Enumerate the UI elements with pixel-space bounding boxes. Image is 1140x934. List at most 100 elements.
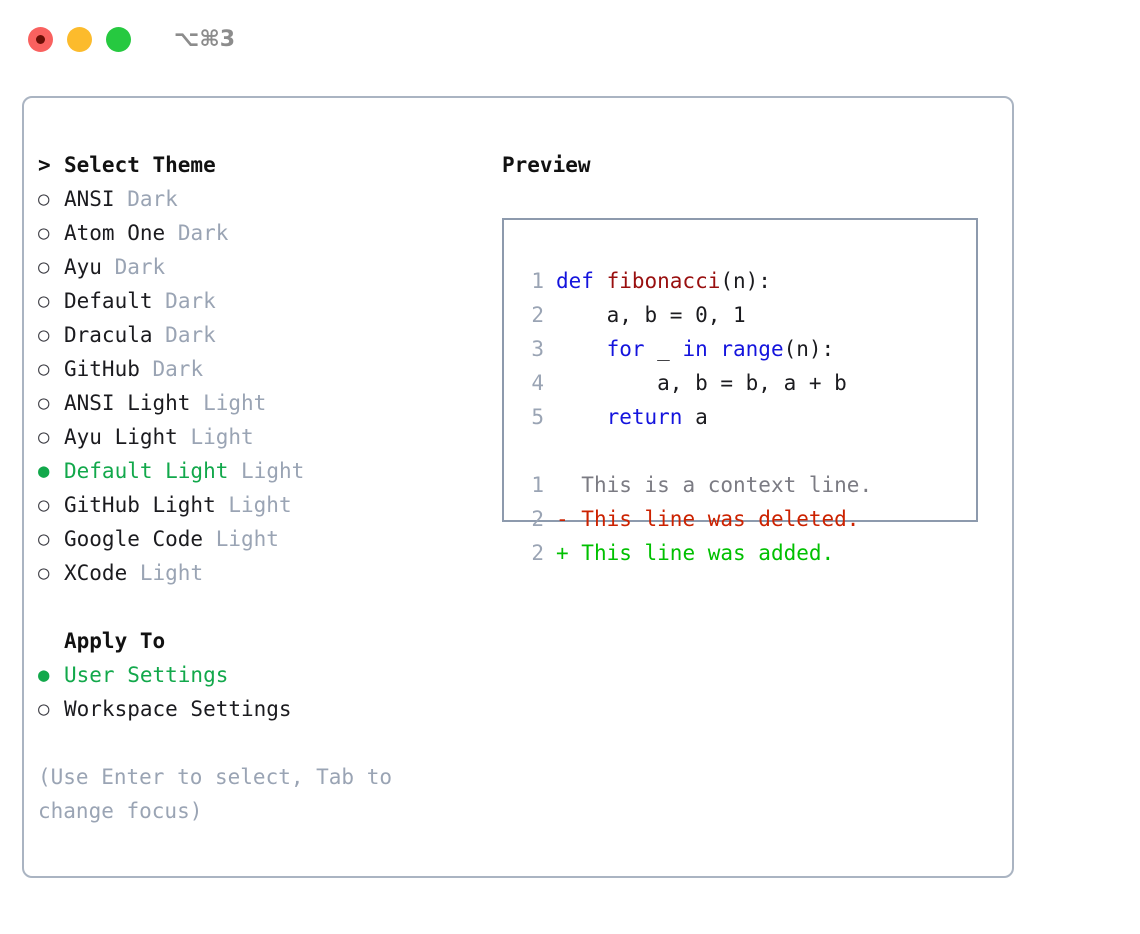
code-blank-line [514,434,976,468]
radio-icon: ○ [38,256,50,278]
diff-marker: + [556,541,569,565]
theme-option-github-dark[interactable]: ○ GitHub Dark [38,352,488,386]
radio-icon: ○ [38,358,50,380]
line-number: 3 [531,337,544,361]
code-token: (n): [783,337,835,361]
theme-option-mode: Dark [114,255,166,279]
theme-option-mode: Light [190,425,254,449]
radio-icon: ○ [38,698,50,720]
maximize-button[interactable] [106,26,131,52]
theme-option-ayu-light[interactable]: ○ Ayu Light Light [38,420,488,454]
code-token: _ [644,337,683,361]
preview-box: 1 def fibonacci (n): 2 a, b = 0, 1 3 for _… [502,218,978,565]
theme-option-label: Default Light [64,459,229,483]
apply-option-workspace-settings[interactable]: ○ Workspace Settings [38,692,488,726]
apply-to-header-label: Apply To [64,629,166,653]
radio-icon: ○ [38,290,50,312]
main-panel: >Select Theme ○ANSI Dark ○Atom One Dark … [22,96,1014,878]
select-theme-header: > Select Theme [38,148,488,182]
line-number: 2 [531,303,544,327]
diff-text: This is a context line. [568,473,873,497]
theme-option-label: ANSI [64,187,115,211]
theme-option-default-light[interactable]: ●Default Light Light [38,454,488,488]
code-token: def [556,269,607,293]
preview-column: Preview 1 def fibonacci (n): 2 a, b = 0, 1… [502,148,992,565]
line-number: 1 [531,269,544,293]
diff-text: This line was deleted. [568,507,860,531]
apply-option-label: User Settings [64,663,229,687]
theme-option-default-dark[interactable]: ○ Default Dark [38,284,488,318]
radio-icon: ○ [38,392,50,414]
theme-option-label: Ayu Light [64,425,178,449]
radio-icon: ○ [38,222,50,244]
theme-option-dracula-dark[interactable]: ○Dracula Dark [38,318,488,352]
keyboard-hint-text: (Use Enter to select, Tab to change focu… [38,765,393,823]
section-spacer [38,590,488,624]
line-number: 2 [531,507,544,531]
code-token [556,332,607,366]
radio-icon: ○ [38,562,50,584]
window-titlebar: ⌥⌘3 [0,0,1140,78]
apply-to-header: >Apply To [38,624,488,658]
code-line: 2 a, b = 0, 1 [514,298,976,332]
radio-selected-icon: ● [38,664,50,686]
theme-option-label: Google Code [64,527,204,551]
apply-option-label: Workspace Settings [64,697,292,721]
theme-option-mode: Light [203,391,267,415]
theme-option-mode: Light [139,561,204,585]
line-number: 4 [531,371,544,395]
select-theme-header-label: Select Theme [64,153,216,177]
theme-option-mode: Light [228,493,292,517]
diff-marker: - [556,507,569,531]
theme-option-ansi-dark[interactable]: ○ANSI Dark [38,182,488,216]
code-token: fibonacci [606,269,721,293]
record-dot-icon [36,34,45,44]
preview-title: Preview [502,153,591,177]
theme-option-label: Atom One [64,221,166,245]
diff-line-deleted: 2- This line was deleted. [514,502,976,536]
theme-option-mode: Dark [177,221,229,245]
close-button[interactable] [28,26,53,52]
theme-option-mode: Dark [127,187,178,211]
theme-option-mode: Dark [165,289,216,313]
theme-option-label: ANSI Light [64,391,191,415]
line-number: 5 [531,405,544,429]
code-token: a [682,405,708,429]
code-token: a, b = b, a + b [556,371,847,395]
caret-icon: > [38,153,51,177]
theme-option-google-code[interactable]: ○ Google Code Light [38,522,488,556]
theme-option-label: GitHub [64,357,140,381]
theme-option-label: XCode [64,561,128,585]
radio-selected-icon: ● [38,460,50,482]
theme-picker-column: >Select Theme ○ANSI Dark ○Atom One Dark … [38,148,488,726]
theme-option-mode: Dark [165,323,216,347]
theme-option-github-light[interactable]: ○ GitHub Light Light [38,488,488,522]
theme-option-mode: Dark [152,357,204,381]
theme-option-atom-one-dark[interactable]: ○ Atom One Dark [38,216,488,250]
theme-option-label: Default [64,289,153,313]
code-token [556,400,607,434]
keyboard-shortcut-label: ⌥⌘3 [174,26,236,52]
theme-option-label: GitHub Light [64,493,216,517]
theme-option-ayu-dark[interactable]: ○ Ayu Dark [38,250,488,284]
apply-option-user-settings[interactable]: ● User Settings [38,658,488,692]
radio-icon: ○ [38,528,50,550]
theme-option-xcode[interactable]: ○ XCode Light [38,556,488,590]
minimize-button[interactable] [67,26,92,52]
line-number: 1 [531,473,544,497]
theme-option-mode: Light [215,527,279,551]
theme-option-label: Ayu [64,255,102,279]
code-token: for [606,337,645,361]
radio-icon: ○ [38,426,50,448]
code-token: a, b = 0, 1 [556,303,746,327]
code-line: 5 return a [514,400,976,434]
diff-line-added: 2+ This line was added. [514,536,976,570]
window-controls [28,26,131,52]
code-line: 3 for _ in range(n): [514,332,976,366]
theme-option-ansi-light[interactable]: ○ ANSI Light Light [38,386,488,420]
radio-icon: ○ [38,494,50,516]
code-token: in range [682,337,784,361]
caret-placeholder-icon: > [38,624,64,658]
